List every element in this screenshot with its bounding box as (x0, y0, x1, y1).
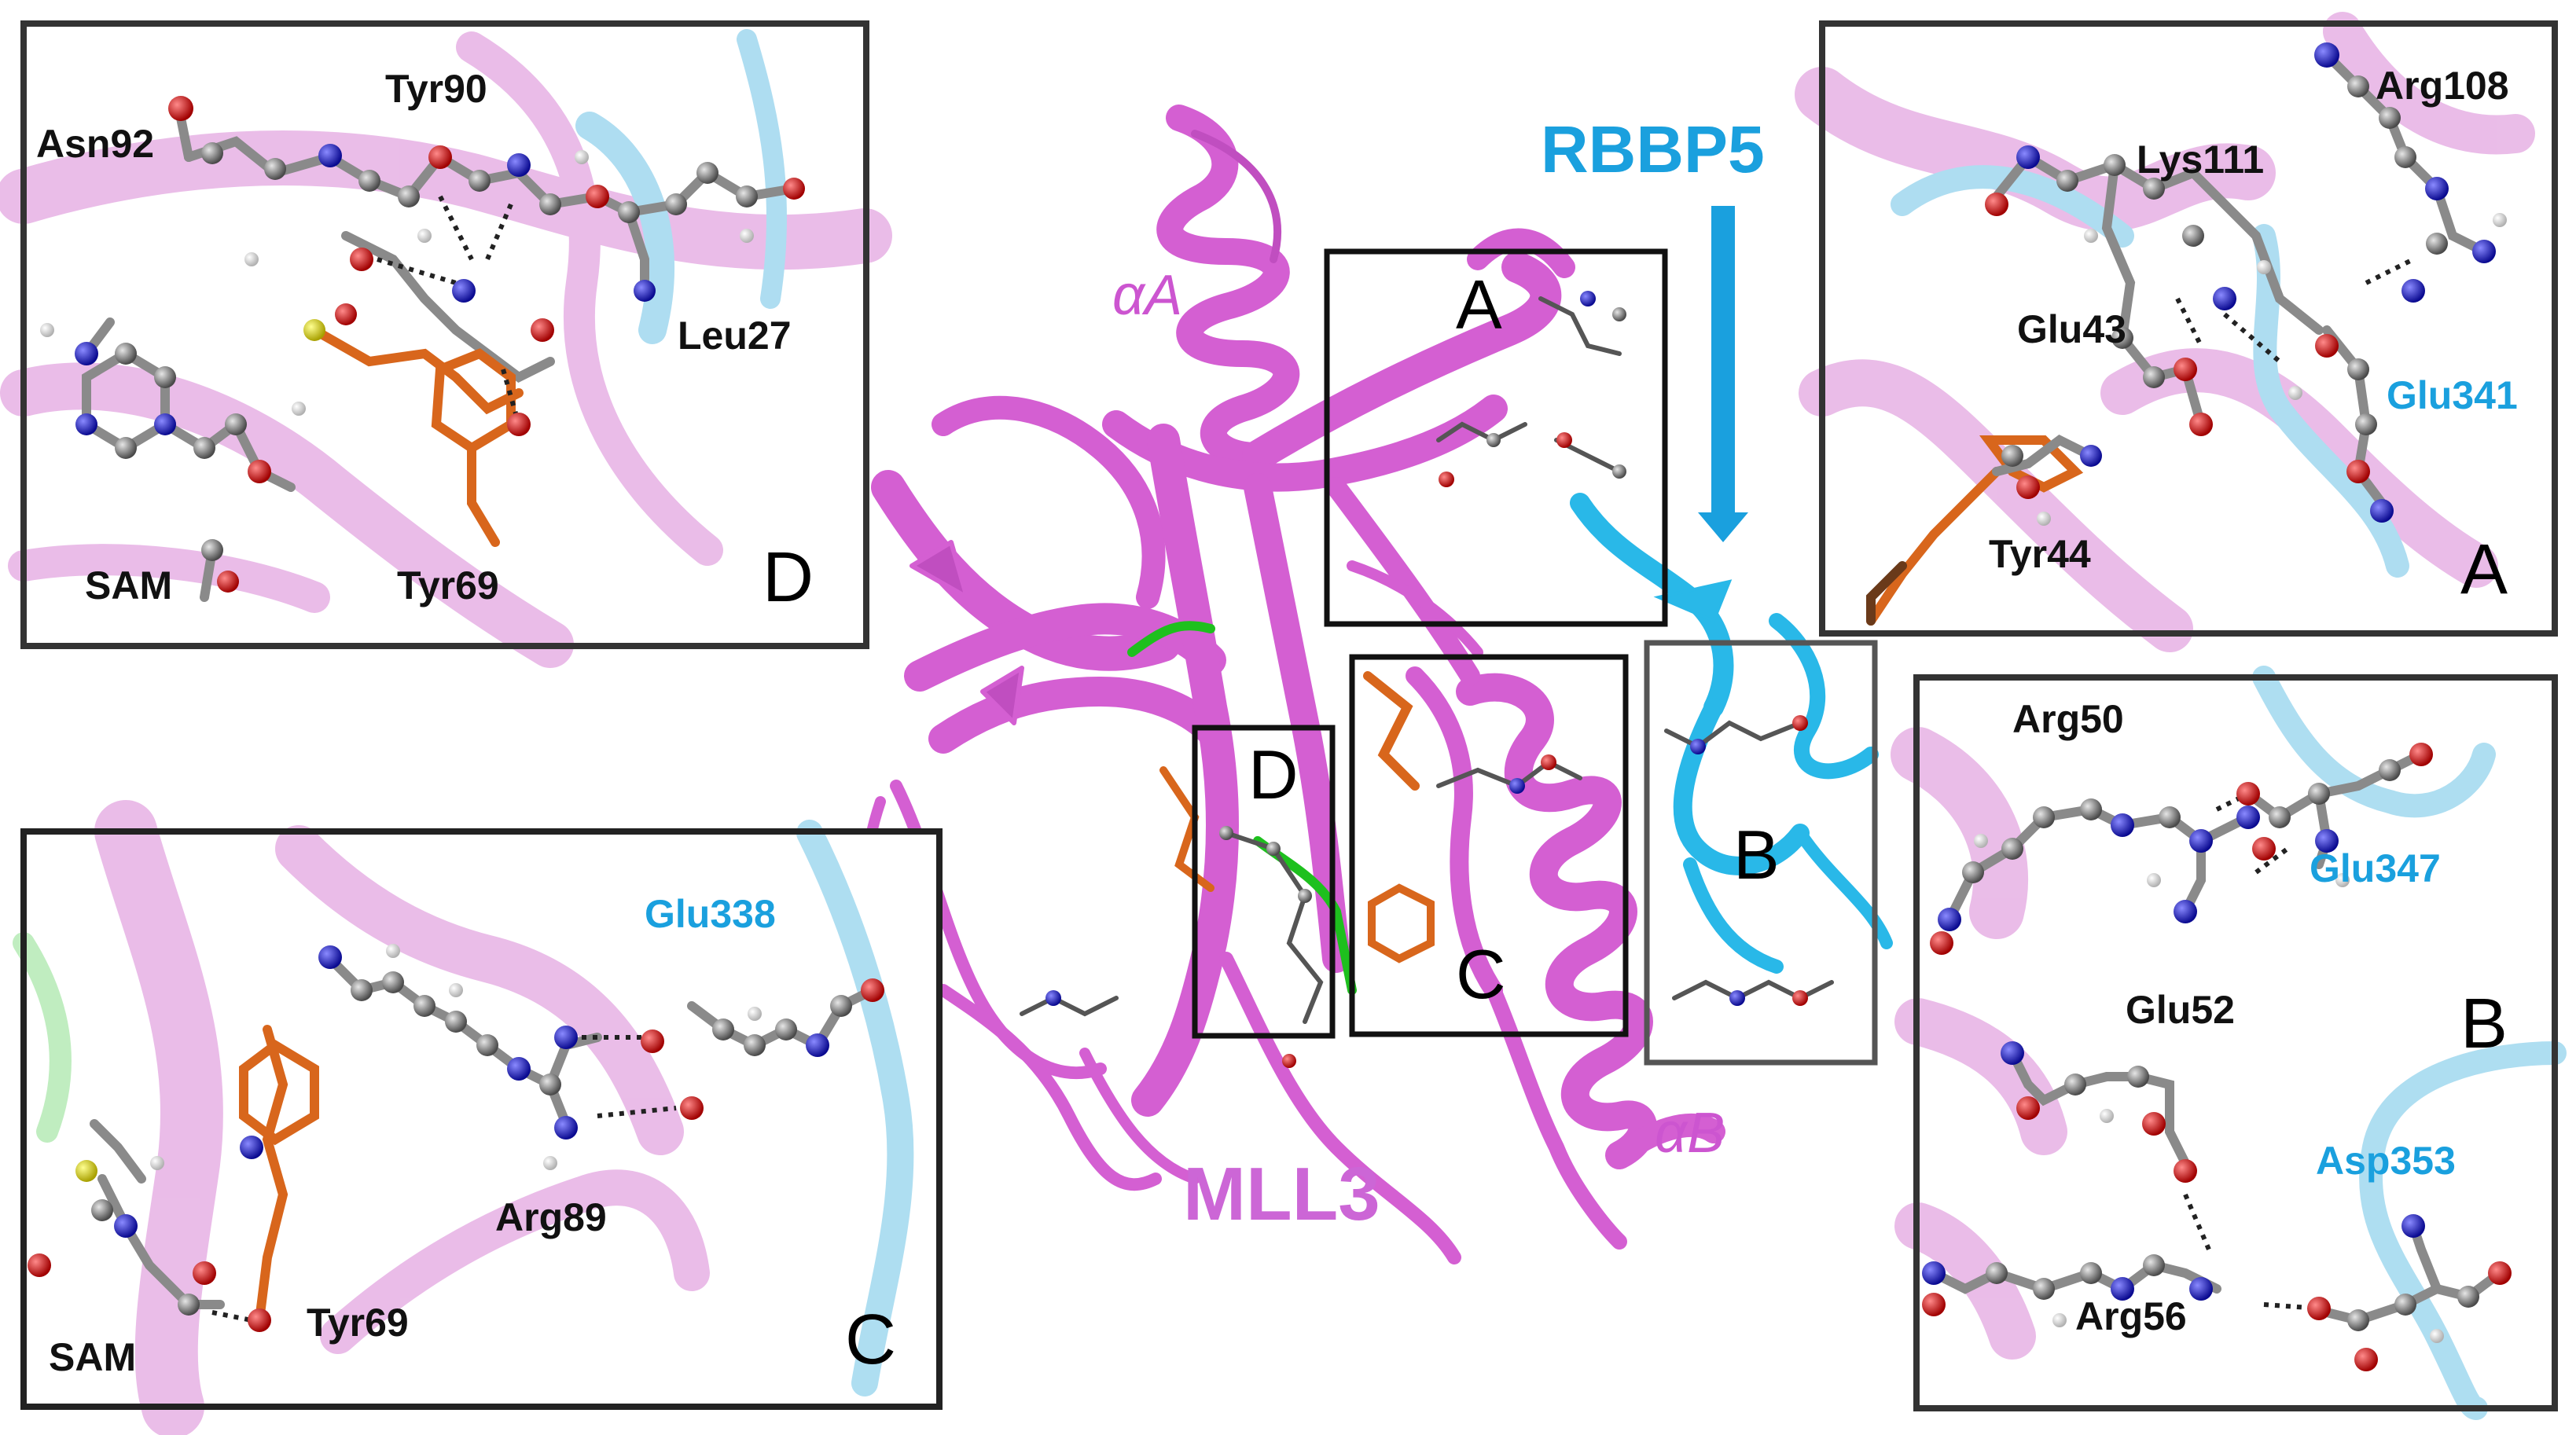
residue-glu52: Glu52 (2126, 988, 2235, 1032)
box-c-label: C (1456, 935, 1506, 1013)
helix-b-label: αB (1655, 1102, 1725, 1165)
panel-d (0, 20, 892, 668)
center-atoms (1045, 291, 1808, 1068)
residue-arg56: Arg56 (2075, 1294, 2187, 1338)
panel-a (1795, 12, 2558, 652)
residue-lys111: Lys111 (2137, 138, 2265, 182)
ligand-sam-c: SAM (49, 1335, 137, 1379)
rbbp5-label: RBBP5 (1541, 112, 1765, 186)
box-b-outline (1644, 640, 1878, 1066)
box-c-outline (1349, 654, 1629, 1037)
box-a-outline (1324, 248, 1668, 627)
panel-a-letter: A (2460, 530, 2508, 609)
box-d-outline (1192, 725, 1336, 1039)
panel-b (1891, 666, 2567, 1420)
residue-glu338: Glu338 (645, 892, 776, 936)
panel-d-letter: D (763, 538, 814, 617)
residue-glu341: Glu341 (2387, 373, 2518, 417)
residue-arg50: Arg50 (2012, 697, 2124, 741)
residue-tyr69-c: Tyr69 (307, 1301, 409, 1345)
panel-c (13, 800, 943, 1435)
helix-a-label: αA (1112, 264, 1183, 327)
residue-glu347: Glu347 (2310, 846, 2441, 890)
residue-arg89: Arg89 (495, 1195, 607, 1239)
residue-tyr44: Tyr44 (1989, 532, 2091, 576)
residue-tyr90: Tyr90 (385, 67, 487, 111)
mll3-label: MLL3 (1183, 1152, 1380, 1236)
residue-leu27: Leu27 (678, 314, 792, 358)
ligand-sam-d: SAM (85, 563, 173, 607)
panel-b-letter: B (2460, 985, 2508, 1063)
central-structure (860, 105, 1893, 1264)
residue-glu43: Glu43 (2017, 307, 2126, 351)
box-b-label: B (1733, 816, 1780, 894)
center-boxes (1192, 248, 1878, 1066)
residue-tyr69-d: Tyr69 (397, 563, 499, 607)
residue-arg108: Arg108 (2376, 64, 2509, 108)
box-d-label: D (1248, 736, 1299, 813)
panel-c-letter: C (845, 1301, 896, 1379)
residue-asp353: Asp353 (2316, 1139, 2456, 1183)
residue-asn92: Asn92 (36, 122, 155, 166)
box-a-label: A (1456, 266, 1502, 343)
mll3-chain (860, 105, 1725, 1264)
rbbp5-arrow (1698, 206, 1748, 542)
